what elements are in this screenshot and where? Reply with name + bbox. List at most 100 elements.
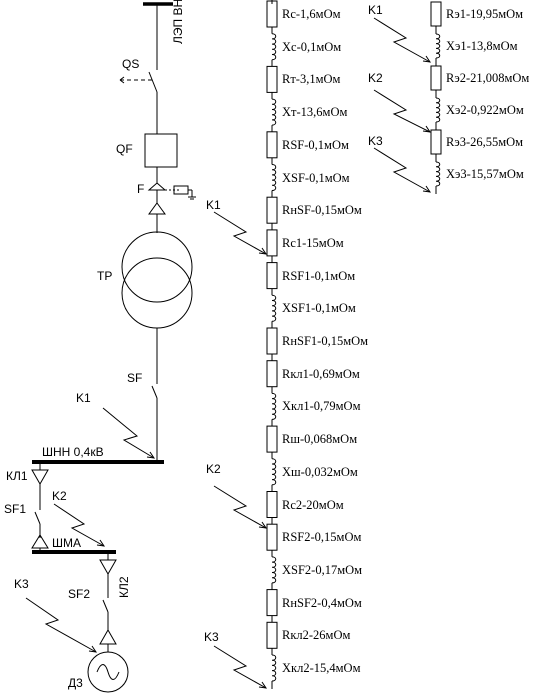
- f-arrester-box: [173, 185, 189, 195]
- chain-main-elements: [266, 0, 278, 689]
- lep-label: ЛЭП ВН: [171, 0, 185, 44]
- tr-label: ТР: [97, 269, 113, 283]
- resistance-label: Rс2-20мОм: [282, 497, 344, 512]
- resistor-symbol: [266, 523, 278, 551]
- k3-label-chain: K3: [204, 630, 219, 644]
- resistor-symbol: [266, 589, 278, 617]
- shnn-label: ШНН 0,4кВ: [42, 445, 104, 459]
- motor-circle: [87, 651, 129, 693]
- k3-label-left: K3: [14, 577, 29, 591]
- resistance-label: Rс1-15мОм: [282, 235, 344, 250]
- inductor-symbol: [435, 161, 441, 187]
- k2-label-chain: K2: [206, 462, 221, 476]
- k1-arrowhead-chain: [258, 247, 268, 255]
- resistor-symbol: [430, 1, 442, 27]
- resistor-symbol: [266, 327, 278, 355]
- k1-fault-arrow-eq: [373, 17, 431, 63]
- sf1-switch-blade: [34, 511, 41, 525]
- k1-fault-arrow-chain: [213, 211, 267, 255]
- kl2-label: КЛ2: [117, 576, 131, 598]
- sf-label: SF: [127, 371, 143, 385]
- resistance-label: RнSF2-0,4мОм: [282, 595, 362, 610]
- k3-fault-arrow-chain: [213, 645, 267, 689]
- d3-triangle: [99, 628, 117, 645]
- resistance-label: RSF2-0,15мОм: [282, 530, 362, 545]
- qf-breaker-box: [144, 133, 178, 168]
- resistance-label: Rкл2-26мОм: [282, 628, 351, 643]
- inductor-symbol: [271, 164, 277, 191]
- qs-drive-arrow2: [119, 79, 125, 84]
- k2-fault-arrow-eq: [373, 89, 431, 133]
- k2-arrowhead-chain: [258, 521, 268, 529]
- reactance-label: XSF2-0,17мОм: [282, 562, 363, 577]
- k2-fault-arrow-chain: [213, 485, 267, 529]
- k3-label-eq: K3: [368, 134, 383, 148]
- reactance-label: XSF1-0,1мОм: [282, 301, 356, 316]
- k1-fault-arrow-left: [102, 407, 155, 459]
- f-triangle-2: [148, 202, 166, 215]
- reactance-label: XSF-0,1мОм: [282, 170, 350, 185]
- qs-switch-blade: [148, 71, 158, 93]
- reactance-label: Xс-0,1мОм: [282, 39, 342, 54]
- resistor-symbol: [266, 360, 278, 388]
- k1-label-chain: K1: [206, 198, 221, 212]
- resistor-symbol: [266, 131, 278, 159]
- resistance-label: Rкл1-0,69мОм: [282, 366, 360, 381]
- resistance-label: Rэ1-19,95мОм: [446, 7, 524, 21]
- f-triangle: [147, 182, 167, 191]
- k2-label-eq: K2: [368, 71, 383, 85]
- resistance-label: Rш-0,068мОм: [282, 432, 358, 447]
- kl2-triangle: [99, 559, 117, 576]
- reactance-label: Xэ3-15,57мОм: [446, 167, 524, 181]
- resistor-symbol: [430, 129, 442, 155]
- transformer-secondary-winding: [121, 257, 193, 329]
- inductor-symbol: [271, 556, 277, 584]
- resistance-label: Rт-3,1мОм: [282, 72, 341, 87]
- inductor-symbol: [271, 33, 277, 61]
- resistor-symbol: [266, 491, 278, 518]
- reactance-label: Xкл2-15,4мОм: [282, 661, 361, 675]
- reactance-label: Xт-13,6мОм: [282, 105, 348, 120]
- kl1-triangle: [31, 469, 49, 486]
- k1-label-eq: K1: [368, 3, 383, 17]
- resistance-label: Rэ2-21,008мОм: [446, 71, 530, 85]
- reactance-label: Xкл1-0,79мОм: [282, 399, 361, 414]
- reactance-label: Xэ2-0,922мОм: [446, 103, 524, 117]
- shma-label: ШМА: [52, 536, 81, 550]
- resistance-label: RSF1-0,1мОм: [282, 268, 356, 283]
- k1-arrowhead-eq: [422, 55, 432, 63]
- d3-label: Д3: [68, 676, 83, 690]
- k3-fault-arrow-eq: [373, 147, 431, 193]
- resistance-label: RнSF1-0,15мОм: [282, 334, 369, 348]
- inductor-symbol: [435, 33, 441, 59]
- f-label: F: [137, 182, 145, 196]
- qs-label: QS: [122, 57, 140, 71]
- k2-fault-arrow-left: [53, 503, 105, 547]
- k1-label-left: K1: [76, 391, 91, 405]
- resistor-symbol: [266, 65, 278, 93]
- k3-arrowhead-chain: [258, 681, 268, 689]
- sf2-label: SF2: [68, 587, 91, 601]
- qs-drive-arrow: [119, 76, 125, 81]
- sf1-label: SF1: [4, 502, 27, 516]
- inductor-symbol: [271, 654, 277, 682]
- qf-label: QF: [116, 142, 133, 156]
- motor-sine: [96, 664, 120, 680]
- resistor-symbol: [266, 262, 278, 290]
- k2-arrowhead-eq: [422, 125, 432, 133]
- resistor-symbol: [266, 0, 278, 28]
- k1-arrowhead-left: [146, 451, 156, 459]
- transformer-primary-winding: [121, 231, 193, 303]
- resistor-symbol: [266, 425, 278, 453]
- resistance-label: RSF-0,1мОм: [282, 137, 349, 152]
- k2-arrowhead-left: [96, 539, 106, 547]
- reactance-label: Xш-0,032мОм: [282, 464, 358, 479]
- sf2-switch-blade: [102, 599, 109, 613]
- k2-label-left: K2: [52, 489, 67, 503]
- inductor-symbol: [271, 392, 277, 420]
- resistor-symbol: [266, 196, 278, 224]
- reactance-label: Xэ1-13,8мОм: [446, 39, 518, 53]
- sf-switch-blade: [151, 385, 158, 399]
- resistance-label: Rэ3-26,55мОм: [446, 135, 524, 149]
